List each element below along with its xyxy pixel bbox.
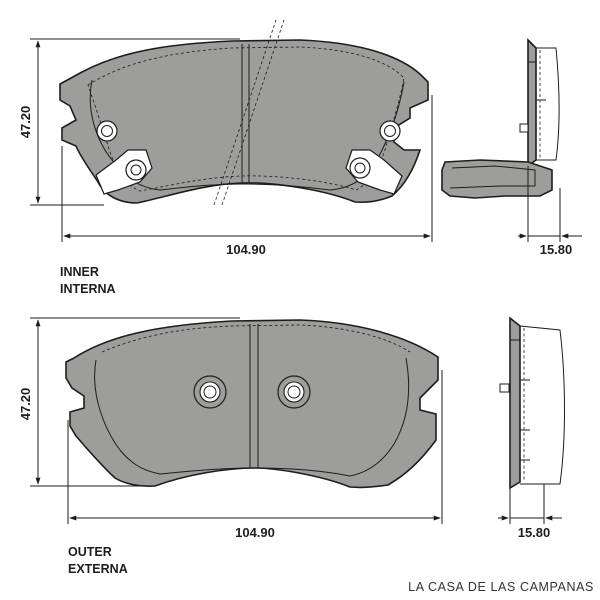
inner-height-label: 47.20	[18, 106, 33, 139]
outer-width-dimension	[67, 370, 443, 524]
outer-friction-edge	[94, 357, 410, 477]
inner-rivet-left	[96, 120, 118, 142]
outer-backing-plate	[65, 319, 439, 489]
inner-clip-left	[95, 149, 153, 195]
outer-label-en: OUTER	[68, 545, 112, 559]
outer-rivet-right	[277, 375, 311, 409]
inner-height-dimension	[30, 38, 240, 206]
outer-friction-outline	[101, 324, 411, 353]
outer-height-dimension	[30, 317, 240, 487]
inner-pad-side-view	[441, 38, 560, 205]
watermark-text: LA CASA DE LAS CAMPANAS	[408, 580, 594, 594]
outer-height-label: 47.20	[18, 388, 33, 421]
inner-label-es: INTERNA	[60, 282, 116, 296]
outer-rivet-left	[193, 375, 227, 409]
outer-pad-side-view	[499, 316, 565, 490]
outer-thickness-dimension	[498, 484, 562, 524]
inner-clip-right	[345, 149, 403, 195]
inner-rivet-right	[379, 120, 401, 142]
outer-width-label: 104.90	[235, 525, 275, 540]
inner-thickness-dimension	[518, 188, 582, 242]
outer-pad-front-view	[65, 319, 439, 489]
inner-thickness-label: 15.80	[540, 242, 573, 257]
inner-width-dimension	[61, 95, 433, 242]
inner-width-label: 104.90	[226, 242, 266, 257]
inner-label-en: INNER	[60, 265, 99, 279]
outer-label-es: EXTERNA	[68, 562, 128, 576]
inner-pad-front-view	[59, 19, 429, 206]
outer-thickness-label: 15.80	[518, 525, 551, 540]
